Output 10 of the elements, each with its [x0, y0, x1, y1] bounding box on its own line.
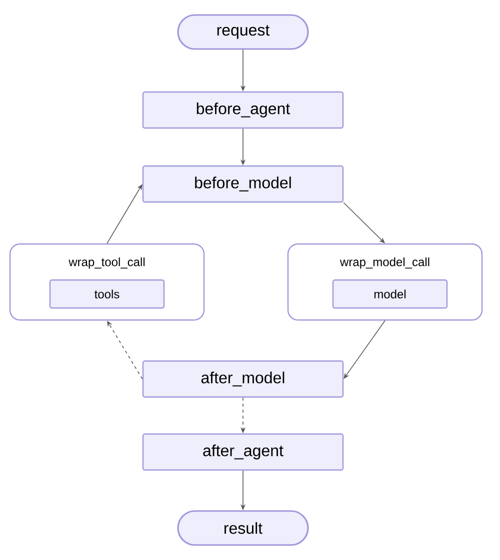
arrow — [343, 202, 385, 244]
process-box: after_model — [142, 360, 344, 398]
terminal-node: request — [177, 14, 309, 50]
terminal-node: result — [177, 510, 309, 546]
process-box: tools — [49, 279, 165, 309]
process-box: after_agent — [142, 433, 344, 471]
process-box: before_agent — [142, 91, 344, 129]
process-box: before_model — [142, 165, 344, 203]
arrow — [344, 320, 386, 379]
process-box: model — [332, 279, 448, 309]
